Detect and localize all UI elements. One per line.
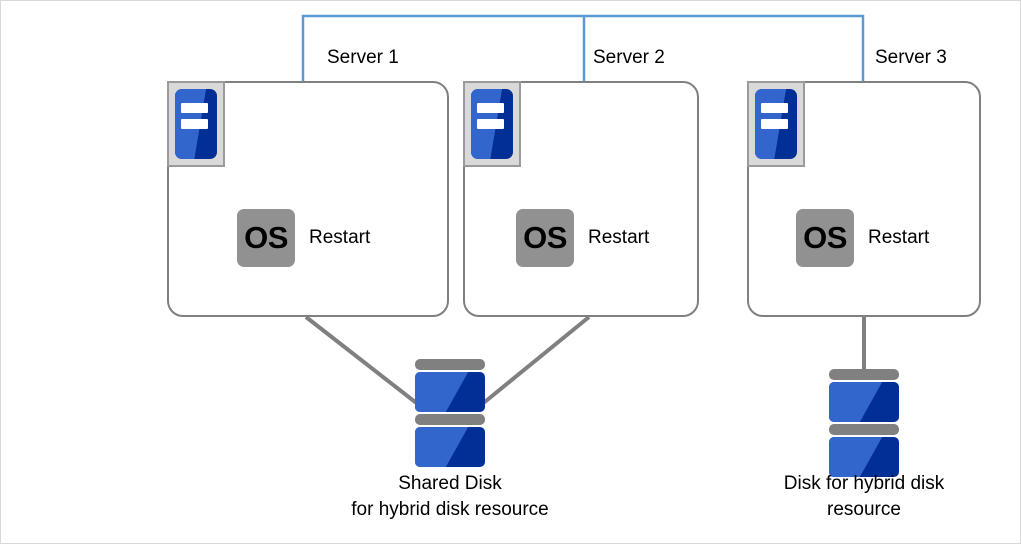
- server3-disk-caption-line1: Disk for hybrid disk: [783, 473, 945, 494]
- machine-icon-bar-top: [180, 103, 208, 113]
- os-status-label: Restart: [868, 227, 930, 248]
- disk-platter-bottom: [829, 437, 899, 477]
- shared-disk-caption-line2: for hybrid disk resource: [351, 498, 549, 520]
- server-machine-icon: [747, 81, 805, 167]
- shared-disk-caption: Shared Disk for hybrid disk resource: [300, 471, 600, 522]
- machine-icon-body: [755, 89, 797, 159]
- server-machine-icon: [463, 81, 521, 167]
- os-status-label: Restart: [588, 227, 650, 248]
- os-icon: OS: [796, 209, 854, 267]
- disk-platter-top: [415, 372, 485, 412]
- disk-bar-top: [415, 359, 485, 370]
- machine-icon-bar-bottom: [180, 119, 208, 129]
- os-status-label: Restart: [309, 227, 371, 248]
- machine-icon-bar-top: [760, 103, 788, 113]
- os-status-group-3: OS Restart: [796, 209, 929, 267]
- machine-icon-bar-bottom: [760, 119, 788, 129]
- disk-bar-middle: [415, 414, 485, 425]
- machine-icon-body: [175, 89, 217, 159]
- server3-disk-icon[interactable]: [829, 369, 899, 479]
- server3-disk-caption-line2: resource: [827, 498, 901, 520]
- disk-platter-sheen: [415, 372, 469, 412]
- os-status-group-2: OS Restart: [516, 209, 649, 267]
- shared-disk-connectors: [304, 315, 591, 407]
- server-machine-icon: [167, 81, 225, 167]
- server3-disk-caption: Disk for hybrid disk resource: [744, 471, 984, 522]
- os-icon: OS: [516, 209, 574, 267]
- shared-disk-icon[interactable]: [415, 359, 485, 469]
- machine-icon-bar-bottom: [476, 119, 504, 129]
- disk-bar-top: [829, 369, 899, 380]
- machine-icon-body: [471, 89, 513, 159]
- disk-platter-sheen: [829, 382, 883, 422]
- shared-disk-caption-line1: Shared Disk: [398, 473, 502, 494]
- disk-platter-top: [829, 382, 899, 422]
- os-status-group-1: OS Restart: [237, 209, 370, 267]
- os-icon: OS: [237, 209, 295, 267]
- cluster-bracket: [301, 14, 865, 81]
- disk-platter-sheen: [415, 427, 469, 467]
- server-label-2: Server 2: [593, 47, 665, 68]
- machine-icon-bar-top: [476, 103, 504, 113]
- disk-platter-bottom: [415, 427, 485, 467]
- server-label-3: Server 3: [875, 47, 947, 68]
- disk-bar-middle: [829, 424, 899, 435]
- server-label-1: Server 1: [327, 47, 399, 68]
